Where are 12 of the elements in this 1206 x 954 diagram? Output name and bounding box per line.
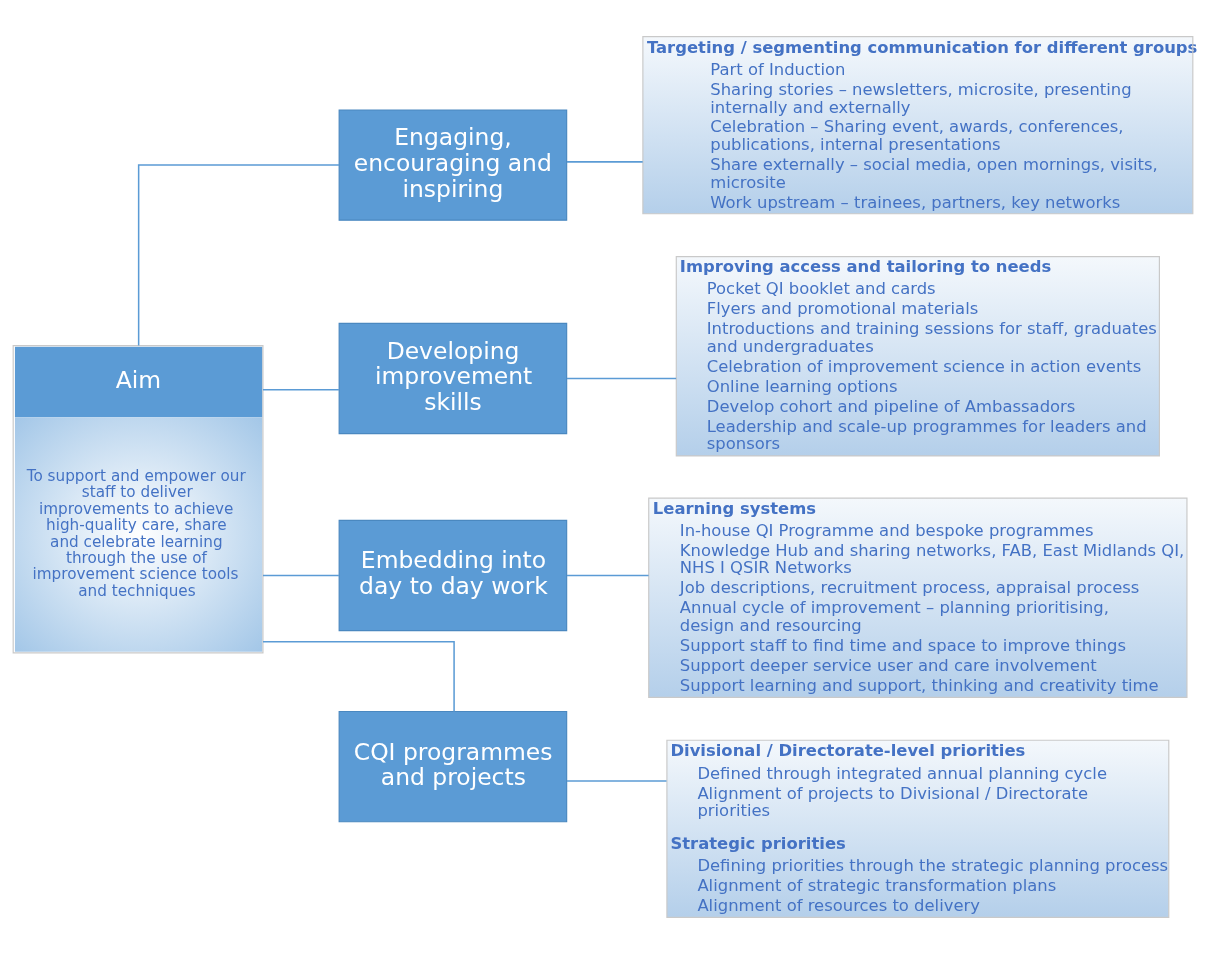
connector [262, 574, 340, 577]
connector [262, 388, 340, 391]
node-box: Engaging, encouraging and inspiring [338, 109, 568, 221]
node-box: Developing improvement skills [338, 322, 568, 435]
node-box: CQI programmes and projects [338, 710, 568, 823]
connector [262, 641, 455, 713]
connector [566, 161, 644, 163]
connector [137, 164, 340, 347]
connector [566, 377, 677, 380]
node-box: Embedding into day to day work [338, 519, 568, 632]
connector [566, 780, 668, 782]
connector [566, 574, 650, 577]
